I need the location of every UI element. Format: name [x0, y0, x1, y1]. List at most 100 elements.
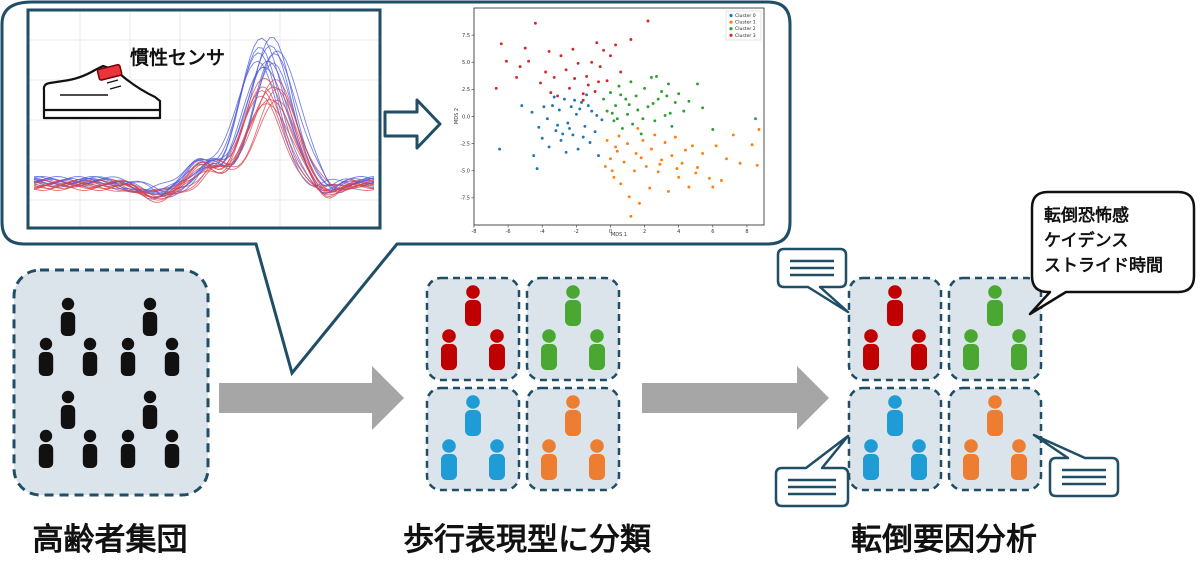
- legend-label: Cluster 3: [735, 33, 756, 39]
- scatter-point-cluster-2: [673, 100, 677, 104]
- scatter-point-cluster-1: [653, 133, 657, 137]
- scatter-point-cluster-1: [634, 151, 638, 155]
- gait-waveform-panel: 慣性センサ: [26, 8, 382, 230]
- caption-phenotype-classification: 歩行表現型に分類: [403, 522, 651, 558]
- y-tick-label: 0.0: [462, 114, 470, 120]
- scatter-point-cluster-3: [552, 75, 556, 79]
- phenotype-cluster-grid: [425, 276, 621, 492]
- elderly-group-panel: [12, 268, 210, 497]
- scatter-point-cluster-0: [561, 132, 565, 136]
- flow-arrow-icon: [642, 366, 829, 430]
- scatter-plot-area: [473, 7, 765, 226]
- scatter-point-cluster-0: [588, 141, 592, 144]
- scatter-point-cluster-2: [602, 97, 606, 101]
- scatter-point-cluster-3: [619, 70, 623, 74]
- scatter-point-cluster-1: [617, 134, 621, 138]
- scatter-point-cluster-0: [586, 104, 590, 108]
- caption-elderly-group: 高齢者集団: [32, 522, 188, 558]
- scatter-point-cluster-3: [523, 46, 527, 50]
- person-icon: [1011, 329, 1027, 370]
- scatter-point-cluster-1: [750, 143, 754, 147]
- scatter-point-cluster-3: [602, 48, 606, 52]
- scatter-point-cluster-3: [590, 60, 594, 64]
- person-icon: [887, 285, 903, 326]
- scatter-point-cluster-2: [670, 124, 674, 128]
- scatter-point-cluster-3: [504, 59, 508, 63]
- scatter-point-cluster-1: [648, 186, 652, 190]
- scatter-point-cluster-1: [707, 176, 711, 180]
- person-icon: [541, 329, 557, 370]
- scatter-point-cluster-0: [554, 129, 558, 133]
- scatter-point-cluster-3: [539, 81, 542, 85]
- scatter-point-cluster-2: [656, 97, 660, 101]
- x-tick-label: 8: [745, 229, 748, 235]
- cluster-panel-blue: [425, 386, 521, 492]
- scatter-point-cluster-2: [641, 117, 645, 121]
- scatter-point-cluster-1: [690, 144, 694, 148]
- scatter-point-cluster-3: [564, 68, 568, 72]
- scatter-point-cluster-0: [581, 135, 585, 139]
- scatter-point-cluster-2: [614, 104, 618, 108]
- sensor-label: 慣性センサ: [130, 46, 225, 69]
- scatter-point-cluster-1: [605, 138, 609, 142]
- scatter-point-cluster-1: [639, 156, 643, 160]
- x-tick-label: 6: [711, 229, 714, 235]
- scatter-point-cluster-0: [583, 124, 587, 128]
- scatter-point-cluster-1: [622, 160, 626, 164]
- scatter-point-cluster-1: [629, 214, 633, 218]
- legend-label: Cluster 2: [735, 26, 756, 32]
- scatter-point-cluster-2: [668, 111, 672, 115]
- scatter-point-cluster-0: [580, 100, 583, 104]
- x-tick-label: -4: [540, 229, 545, 235]
- cluster-panel-red: [425, 276, 521, 382]
- scatter-point-cluster-1: [656, 170, 660, 174]
- legend-label: Cluster 0: [735, 13, 756, 19]
- scatter-point-cluster-2: [634, 94, 638, 98]
- scatter-point-cluster-1: [670, 154, 674, 158]
- scatter-point-cluster-1: [615, 149, 619, 153]
- scatter-point-cluster-3: [609, 54, 612, 58]
- person-icon: [863, 439, 879, 480]
- scatter-point-cluster-2: [620, 126, 624, 130]
- scatter-point-cluster-1: [673, 135, 677, 139]
- scatter-point-cluster-2: [605, 109, 609, 113]
- scatter-point-cluster-1: [696, 166, 699, 169]
- person-icon: [963, 329, 979, 370]
- scatter-point-cluster-2: [711, 128, 715, 131]
- scatter-point-cluster-1: [731, 133, 735, 137]
- scatter-point-cluster-2: [655, 74, 658, 78]
- person-icon: [441, 329, 457, 370]
- x-tick-label: 0: [609, 229, 612, 235]
- person-icon: [887, 395, 903, 436]
- waveform-blue: [34, 53, 375, 194]
- scatter-point-cluster-1: [738, 161, 742, 165]
- scatter-point-cluster-2: [631, 122, 635, 126]
- cluster-panel-red: [847, 276, 943, 382]
- scatter-point-cluster-3: [586, 83, 590, 87]
- scatter-point-cluster-0: [574, 112, 578, 116]
- scatter-point-cluster-0: [559, 138, 563, 142]
- scatter-point-cluster-0: [545, 117, 549, 121]
- note-bubble-top-left: [776, 247, 850, 314]
- caption-fall-factor-analysis: 転倒要因分析: [851, 522, 1037, 558]
- person-icon: [987, 285, 1003, 326]
- x-tick-label: -6: [506, 229, 511, 235]
- cluster-panel-green: [947, 276, 1043, 382]
- waveform-red: [33, 99, 375, 198]
- x-tick-label: -8: [472, 229, 477, 235]
- scatter-point-cluster-0: [571, 133, 575, 137]
- person-icon: [38, 337, 54, 376]
- y-tick-label: 7.5: [462, 33, 470, 39]
- scatter-point-cluster-1: [636, 126, 640, 130]
- scatter-point-cluster-0: [573, 98, 577, 102]
- scatter-point-cluster-1: [757, 128, 761, 131]
- y-tick-label: 2.5: [462, 87, 470, 93]
- scatter-point-cluster-2: [667, 82, 670, 86]
- scatter-point-cluster-3: [544, 70, 548, 74]
- scatter-point-cluster-3: [593, 90, 597, 93]
- waveform-blue: [33, 50, 375, 198]
- person-icon: [863, 329, 879, 370]
- note-bubble-bottom-left: [774, 434, 850, 508]
- cluster-panel-blue: [847, 386, 943, 492]
